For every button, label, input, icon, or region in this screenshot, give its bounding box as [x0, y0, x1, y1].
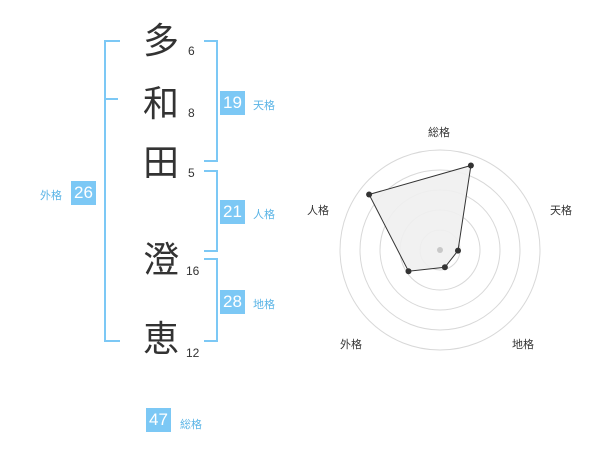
chikaku-value: 28	[220, 290, 245, 314]
gaikaku-label: 外格	[40, 189, 62, 202]
gaikaku-bracket-tick	[104, 98, 118, 100]
tenkaku-value: 19	[220, 91, 245, 115]
radar-point-3	[441, 264, 448, 271]
radar-point-1	[467, 162, 474, 169]
stroke-count-5: 12	[186, 346, 200, 360]
radar-chart	[339, 149, 541, 351]
tenkaku-bracket	[204, 40, 218, 162]
gaikaku-value: 26	[71, 181, 96, 205]
soukaku-value: 47	[146, 408, 171, 432]
radar-point-4	[405, 268, 412, 275]
name-char-2: 和	[143, 84, 180, 125]
radar-point-5	[366, 191, 373, 198]
soukaku-label: 総格	[180, 418, 202, 431]
jinkaku-bracket	[204, 170, 218, 252]
radar-label-tenkaku: 天格	[550, 204, 572, 217]
jinkaku-value: 21	[220, 200, 245, 224]
chikaku-bracket	[204, 258, 218, 342]
jinkaku-label: 人格	[253, 208, 275, 221]
radar-label-gaikaku: 外格	[340, 338, 362, 351]
radar-label-jinkaku: 人格	[307, 204, 329, 217]
tenkaku-label: 天格	[253, 99, 275, 112]
radar-label-soukaku: 総格	[428, 126, 450, 139]
chikaku-label: 地格	[253, 298, 275, 311]
name-char-4: 澄	[143, 240, 180, 281]
radar-data-shape	[368, 164, 472, 272]
gaikaku-bracket	[104, 40, 120, 342]
radar-center-point	[437, 247, 443, 253]
stroke-count-1: 6	[188, 44, 195, 58]
name-char-1: 多	[143, 21, 180, 62]
stroke-count-2: 8	[188, 106, 195, 120]
name-char-3: 田	[143, 143, 180, 184]
stroke-count-4: 16	[186, 264, 200, 278]
radar-grid-ring	[339, 149, 541, 351]
radar-label-chikaku: 地格	[512, 338, 534, 351]
radar-grid-ring	[359, 169, 521, 331]
stroke-count-3: 5	[188, 166, 195, 180]
name-char-5: 恵	[143, 319, 180, 360]
radar-point-2	[455, 247, 461, 254]
